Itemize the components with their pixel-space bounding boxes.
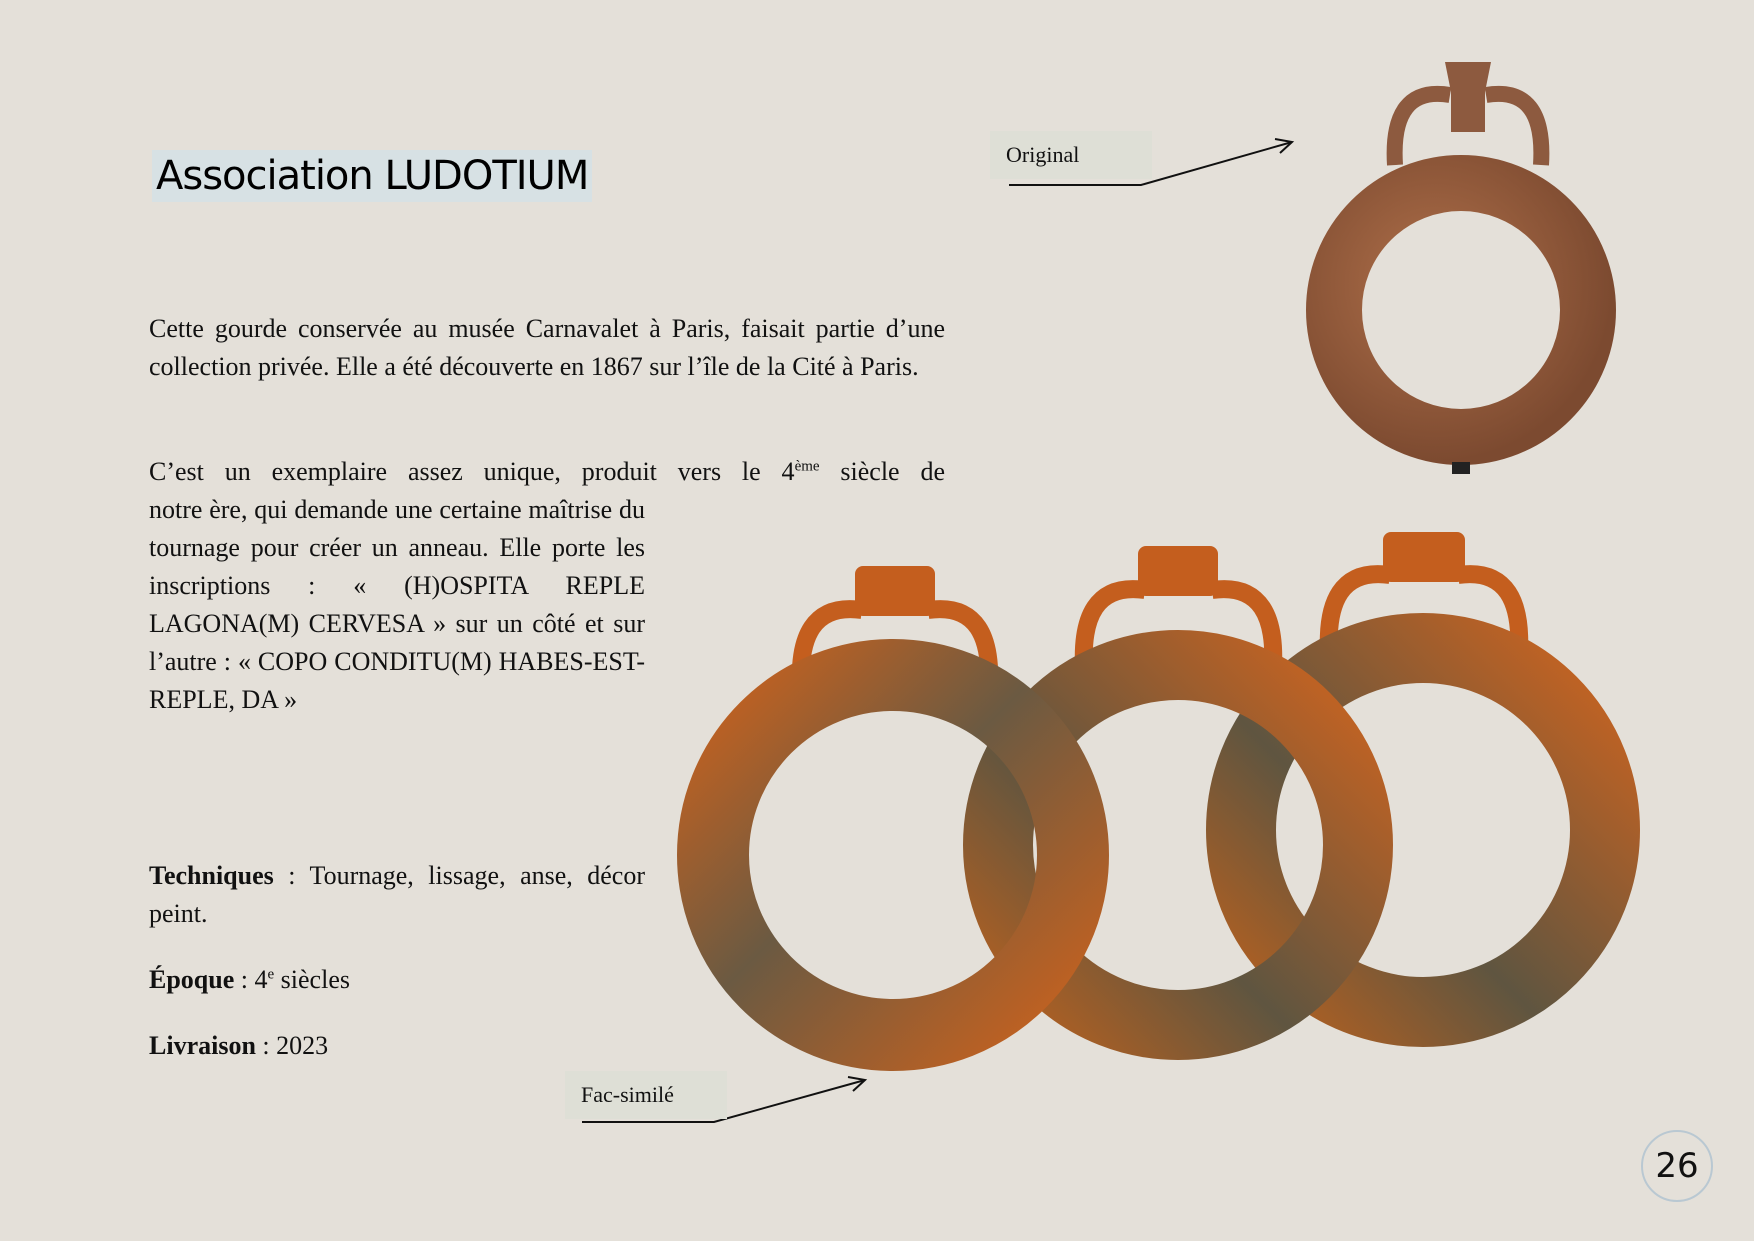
facsimile-flask-middle bbox=[963, 546, 1393, 1060]
epoque-label: Époque bbox=[149, 965, 235, 994]
epoque-value: : 4 bbox=[234, 965, 268, 994]
description-text: C’est un exemplaire assez unique, produi… bbox=[149, 457, 795, 486]
facsimile-arrow bbox=[582, 1076, 868, 1123]
facsimile-flasks-image bbox=[677, 532, 1640, 1071]
livraison-value: : 2023 bbox=[255, 1031, 329, 1060]
intro-paragraph: Cette gourde conservée au musée Carnaval… bbox=[149, 314, 945, 381]
livraison-row: Livraison : 2023 bbox=[149, 1027, 645, 1065]
techniques-value: : Tournage, lissage, anse, décor peint. bbox=[149, 861, 645, 928]
description-paragraph-first-line: C’est un exemplaire assez unique, produi… bbox=[149, 453, 945, 491]
description-paragraph: notre ère, qui demande une certaine maît… bbox=[149, 495, 645, 714]
epoque-row: Époque : 4e siècles bbox=[149, 961, 645, 999]
superscript: ème bbox=[794, 458, 820, 475]
epoque-superscript: e bbox=[267, 966, 275, 983]
epoque-value-end: siècles bbox=[274, 965, 350, 994]
page-title: Association LUDOTIUM bbox=[152, 150, 593, 202]
original-arrow bbox=[1009, 138, 1295, 186]
original-flask-image bbox=[1306, 62, 1616, 474]
facsimile-flask-left bbox=[677, 566, 1109, 1071]
description-text-end: siècle de bbox=[819, 457, 945, 486]
techniques-row: Techniques : Tournage, lissage, anse, dé… bbox=[149, 857, 645, 933]
livraison-label: Livraison bbox=[149, 1031, 256, 1060]
facsimile-flask-right bbox=[1206, 532, 1640, 1047]
techniques-label: Techniques bbox=[149, 861, 274, 890]
page-number: 26 bbox=[1641, 1130, 1713, 1202]
facsimile-label: Fac-similé bbox=[565, 1071, 727, 1119]
original-label: Original bbox=[990, 131, 1152, 179]
